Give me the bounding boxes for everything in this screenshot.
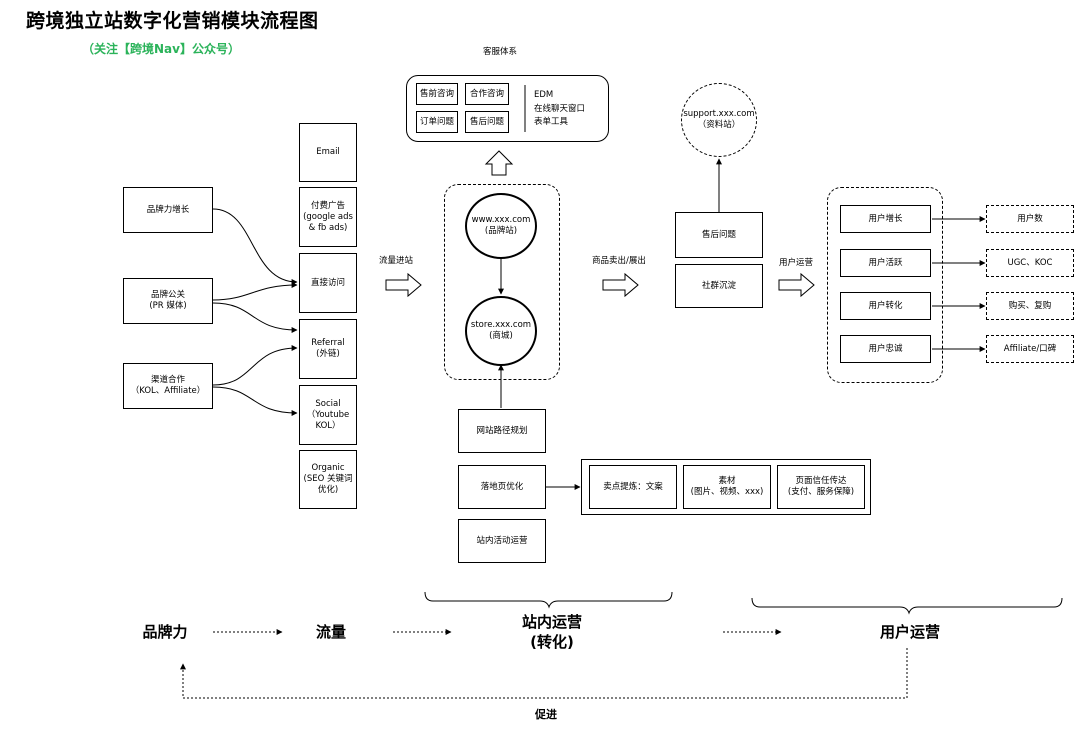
node-onsite-activity: 站内活动运营 — [458, 519, 546, 563]
hollow-arrow-up-cs — [484, 150, 514, 176]
node-support-site: support.xxx.com （资料站） — [681, 83, 757, 157]
node-store-site: store.xxx.com (商城) — [465, 296, 537, 366]
cs-container — [406, 75, 609, 142]
brace-user-ops — [751, 597, 1063, 615]
connector-channel-to-referral — [212, 345, 298, 386]
cs-title: 客服体系 — [483, 47, 518, 57]
node-purchase: 购买、复购 — [986, 292, 1074, 320]
node-brand-pr: 品牌公关 (PR 媒体) — [123, 278, 213, 324]
connector-channel-to-social — [212, 386, 298, 416]
cs-channels: EDM 在线聊天窗口 表单工具 — [534, 90, 586, 127]
node-materials: 素材 (图片、视频、xxx) — [683, 465, 771, 509]
node-user-count: 用户数 — [986, 205, 1074, 233]
summary-onsite: 站内运营 (转化) — [521, 613, 582, 651]
node-aftersale: 售后问题 — [675, 212, 763, 258]
connector-pr-to-direct — [212, 282, 298, 301]
summary-user-ops: 用户运营 — [879, 623, 940, 641]
node-ugc-koc: UGC、KOC — [986, 249, 1074, 277]
node-social: Social （Youtube KOL） — [299, 385, 357, 445]
node-brand-site: www.xxx.com (品牌站) — [465, 193, 537, 259]
node-community: 社群沉淀 — [675, 264, 763, 308]
connector-pr-to-referral — [212, 302, 298, 333]
node-user-conversion: 用户转化 — [840, 292, 931, 320]
node-user-activity: 用户活跃 — [840, 249, 931, 277]
label-promote: 促进 — [535, 708, 557, 721]
node-user-growth: 用户增长 — [840, 205, 931, 233]
node-landing-optimization: 落地页优化 — [458, 465, 546, 509]
summary-traffic: 流量 — [315, 623, 346, 641]
page-subtitle: （关注【跨境Nav】公众号） — [82, 42, 240, 56]
node-selling-points: 卖点提炼：文案 — [589, 465, 677, 509]
hollow-arrow-user-ops — [778, 272, 815, 298]
connector-brand-to-direct — [212, 208, 298, 285]
node-referral: Referral (外链) — [299, 319, 357, 379]
node-path-planning: 网站路径规划 — [458, 409, 546, 453]
dotted-feedback-loop — [180, 648, 908, 699]
site-container — [444, 184, 560, 380]
user-ops-container — [827, 187, 943, 383]
label-product-sales: 商品卖出/展出 — [592, 256, 646, 266]
node-user-loyalty: 用户忠诚 — [840, 335, 931, 363]
node-channel-partnership: 渠道合作 （KOL、Affiliate） — [123, 363, 213, 409]
node-email: Email — [299, 123, 357, 182]
node-direct-visit: 直接访问 — [299, 253, 357, 313]
page-title: 跨境独立站数字化营销模块流程图 — [26, 10, 319, 32]
label-user-ops: 用户运营 — [779, 258, 814, 268]
node-brand-power-growth: 品牌力增长 — [123, 187, 213, 233]
hollow-arrow-sales — [602, 272, 639, 298]
node-trust: 页面信任传达 (支付、服务保障) — [777, 465, 865, 509]
hollow-arrow-traffic-in — [385, 272, 422, 298]
node-organic: Organic (SEO 关键词 优化) — [299, 450, 357, 509]
brace-onsite — [424, 591, 673, 609]
cs-presale: 售前咨询 — [416, 83, 458, 105]
cs-order-issue: 订单问题 — [416, 111, 458, 133]
summary-brand: 品牌力 — [142, 623, 188, 641]
node-paid-ads: 付费广告 (google ads & fb ads) — [299, 187, 357, 247]
cs-cooperation: 合作咨询 — [465, 83, 509, 105]
label-traffic-in: 流量进站 — [379, 256, 414, 266]
node-affiliate: Affiliate/口碑 — [986, 335, 1074, 363]
cs-aftersale-issue: 售后问题 — [465, 111, 509, 133]
